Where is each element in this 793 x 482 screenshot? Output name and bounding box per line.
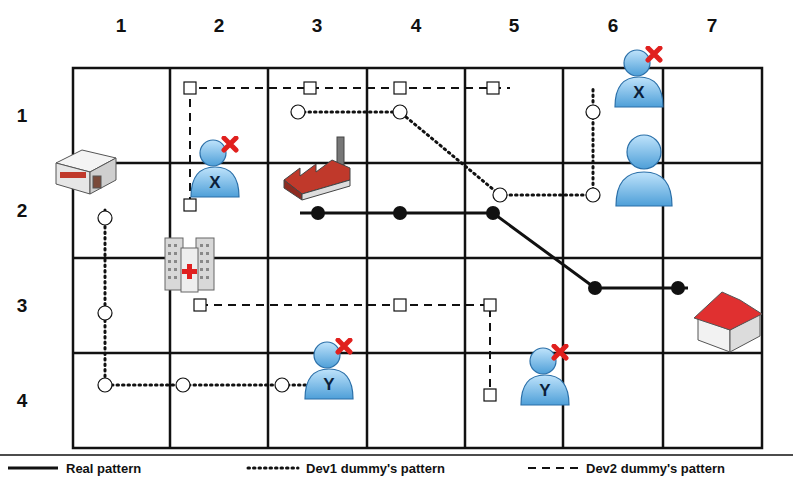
legend-text: Dev2 dummy's pattern (586, 462, 725, 475)
column-number: 4 (411, 16, 422, 35)
column-number: 1 (116, 16, 127, 35)
store-icon (56, 150, 116, 194)
legend-sample (248, 467, 298, 470)
row-number: 3 (17, 296, 28, 315)
red-cross-mark (648, 48, 660, 60)
row-number: 4 (17, 391, 28, 410)
red-cross-mark (554, 346, 566, 358)
row-number: 1 (17, 106, 28, 125)
dev2-dummy-pattern (190, 88, 510, 395)
house-icon (694, 292, 762, 352)
marked-user: Y (518, 344, 572, 406)
column-number: 3 (312, 16, 323, 35)
user-letter: Y (302, 376, 356, 393)
user-letter: Y (518, 382, 572, 399)
legend-text: Real pattern (66, 462, 141, 475)
row-number: 2 (17, 201, 28, 220)
legend-text: Dev1 dummy's pattern (306, 462, 445, 475)
factory-icon (284, 137, 350, 200)
real-pattern (300, 206, 688, 295)
red-cross-mark (338, 340, 350, 352)
marked-user: X (188, 136, 242, 198)
marked-user: X (612, 46, 666, 108)
column-number: 7 (707, 16, 718, 35)
legend-rule (0, 454, 793, 456)
legend-sample (528, 467, 578, 469)
hospital-icon (165, 238, 214, 292)
dev1-dummy-circles (98, 105, 600, 392)
marked-user: Y (302, 338, 356, 400)
dev2-dummy-squares (184, 82, 499, 401)
user-letter: X (612, 84, 666, 101)
column-number: 5 (509, 16, 520, 35)
user-letter: X (188, 174, 242, 191)
user-figure (616, 135, 672, 206)
grid (73, 68, 762, 448)
red-cross-mark (224, 138, 236, 150)
column-number: 2 (214, 16, 225, 35)
dev1-dummy-pattern (105, 88, 593, 385)
legend-sample (8, 467, 58, 470)
column-number: 6 (608, 16, 619, 35)
